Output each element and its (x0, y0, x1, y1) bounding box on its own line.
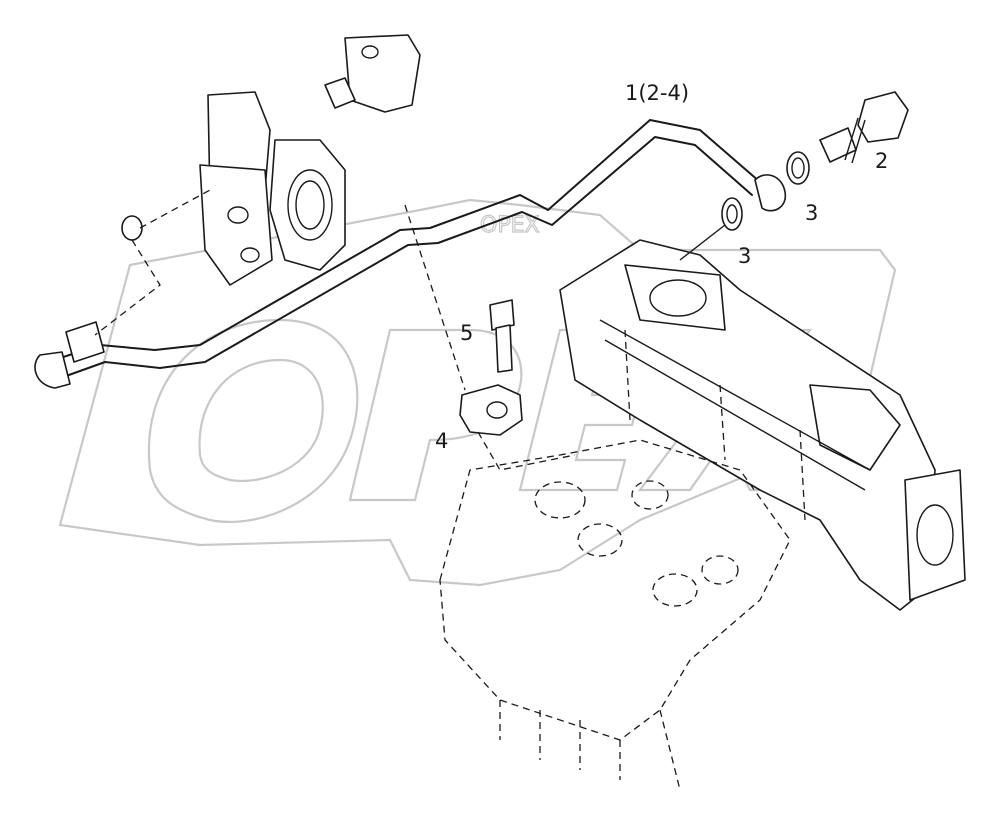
callout-washer-upper: 3 (805, 201, 818, 225)
intake-manifold (559, 239, 966, 611)
clamp-and-bolt (404, 204, 576, 471)
callout-assembly: 1(2-4) (625, 81, 689, 105)
throttle-housing (94, 34, 421, 336)
callout-bolt: 2 (875, 149, 888, 173)
bolt-fitting (721, 91, 909, 231)
callout-clamp: 4 (435, 429, 448, 453)
callout-washer-lower: 3 (738, 244, 751, 268)
leader-washer (679, 224, 726, 261)
callout-clamp-bolt: 5 (460, 321, 473, 345)
cylinder-head (439, 439, 791, 791)
pipe-assembly (34, 119, 787, 389)
